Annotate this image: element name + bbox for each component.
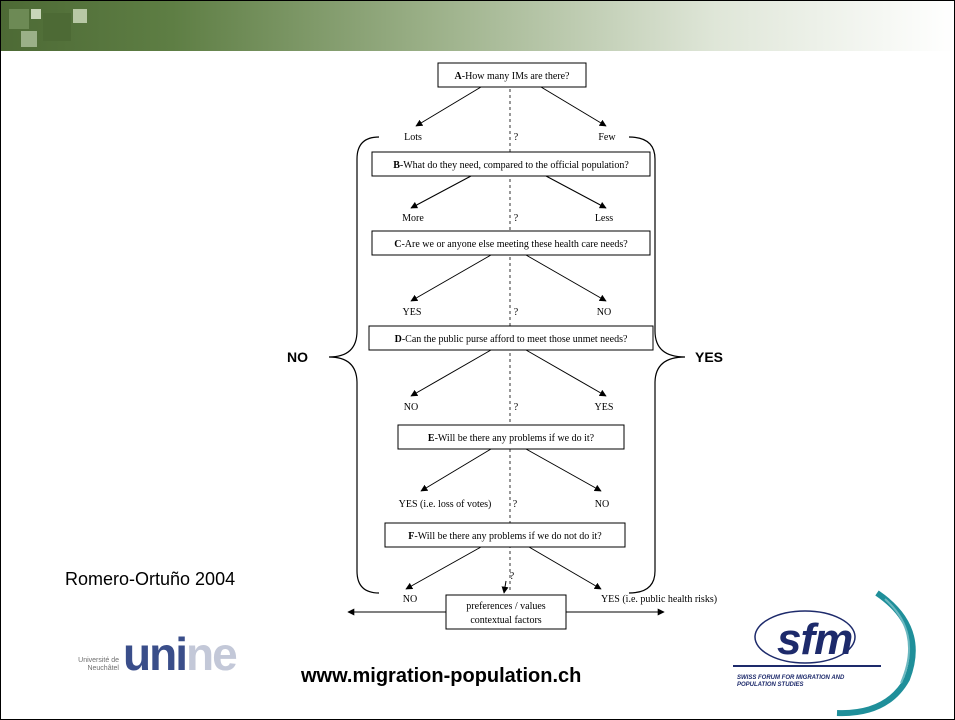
answer-d-right: YES	[595, 402, 614, 413]
arrow-b-right	[545, 175, 607, 209]
arrow-f-middle	[501, 580, 509, 594]
arrow-f-left	[405, 546, 482, 590]
arrow-c-right	[525, 254, 607, 302]
sfm-subtitle: SWISS FORUM FOR MIGRATION AND POPULATION…	[737, 675, 845, 688]
answer-f-right: YES (i.e. public health risks)	[601, 594, 717, 605]
unine-small-text: Université de Neuchâtel	[78, 657, 119, 672]
website-link[interactable]: www.migration-population.ch	[301, 665, 582, 687]
answer-a-left: Lots	[404, 132, 422, 143]
right-brace-label: YES	[695, 349, 723, 365]
node-f-box	[384, 522, 626, 548]
header-square-3	[43, 13, 71, 41]
answer-c-left: YES	[403, 307, 422, 318]
node-a-box	[437, 62, 587, 88]
answer-d-left: NO	[404, 402, 418, 413]
answer-a-middle: ?	[514, 132, 519, 143]
answer-f-left: NO	[403, 594, 417, 605]
arrow-e-left	[420, 448, 492, 492]
unine-wordmark-dark: uni	[123, 628, 188, 680]
unine-wordmark: unine	[123, 627, 238, 681]
arrow-a-left	[415, 86, 482, 127]
sfm-swoosh-icon	[733, 590, 916, 717]
node-b-text: B-What do they need, compared to the off…	[393, 160, 629, 171]
unine-logo: Université de Neuchâtel unine	[49, 628, 269, 685]
answer-b-right: Less	[595, 213, 613, 224]
answer-e-left: YES (i.e. loss of votes)	[399, 499, 492, 510]
arrow-a-right	[540, 86, 607, 127]
arrow-d-right	[525, 349, 607, 397]
right-brace	[628, 136, 686, 594]
node-c-box	[371, 230, 651, 256]
header-square-2	[31, 9, 41, 19]
node-e-text: E-Will be there any problems if we do it…	[428, 433, 595, 444]
answer-c-right: NO	[597, 307, 611, 318]
header-square-5	[73, 9, 87, 23]
node-e-box	[397, 424, 625, 450]
arrow-e-right	[525, 448, 602, 492]
left-brace	[328, 136, 380, 594]
answer-d-middle: ?	[514, 402, 519, 413]
arrow-c-left	[410, 254, 492, 302]
answer-a-right: Few	[598, 132, 616, 143]
node-a-text: A-How many IMs are there?	[455, 71, 571, 82]
arrow-b-left	[410, 175, 472, 209]
header-square-1	[9, 9, 29, 29]
answer-f-middle: ?	[510, 571, 515, 582]
node-f-text: F-Will be there any problems if we do no…	[408, 531, 602, 542]
answer-e-right: NO	[595, 499, 609, 510]
node-b-box	[371, 151, 651, 177]
answer-b-left: More	[402, 213, 424, 224]
bottom-box-line2: contextual factors	[470, 615, 541, 626]
citation: Romero-Ortuño 2004	[65, 569, 236, 589]
sfm-letters: sfm	[777, 615, 853, 664]
sfm-logo: sfm SWISS FORUM FOR MIGRATION AND POPULA…	[727, 587, 927, 717]
node-d-box	[368, 325, 654, 351]
answer-b-middle: ?	[514, 213, 519, 224]
left-brace-label: NO	[287, 349, 308, 365]
bottom-box-line1: preferences / values	[466, 601, 546, 612]
arrow-f-right	[528, 546, 602, 590]
arrow-d-left	[410, 349, 492, 397]
unine-wordmark-light: ne	[185, 628, 238, 680]
answer-c-middle: ?	[514, 307, 519, 318]
node-c-text: C-Are we or anyone else meeting these he…	[394, 239, 628, 250]
node-d-text: D-Can the public purse afford to meet th…	[395, 334, 628, 345]
header-square-4	[21, 31, 37, 47]
header-gradient-bar	[1, 1, 954, 51]
answer-e-middle: ?	[513, 499, 518, 510]
